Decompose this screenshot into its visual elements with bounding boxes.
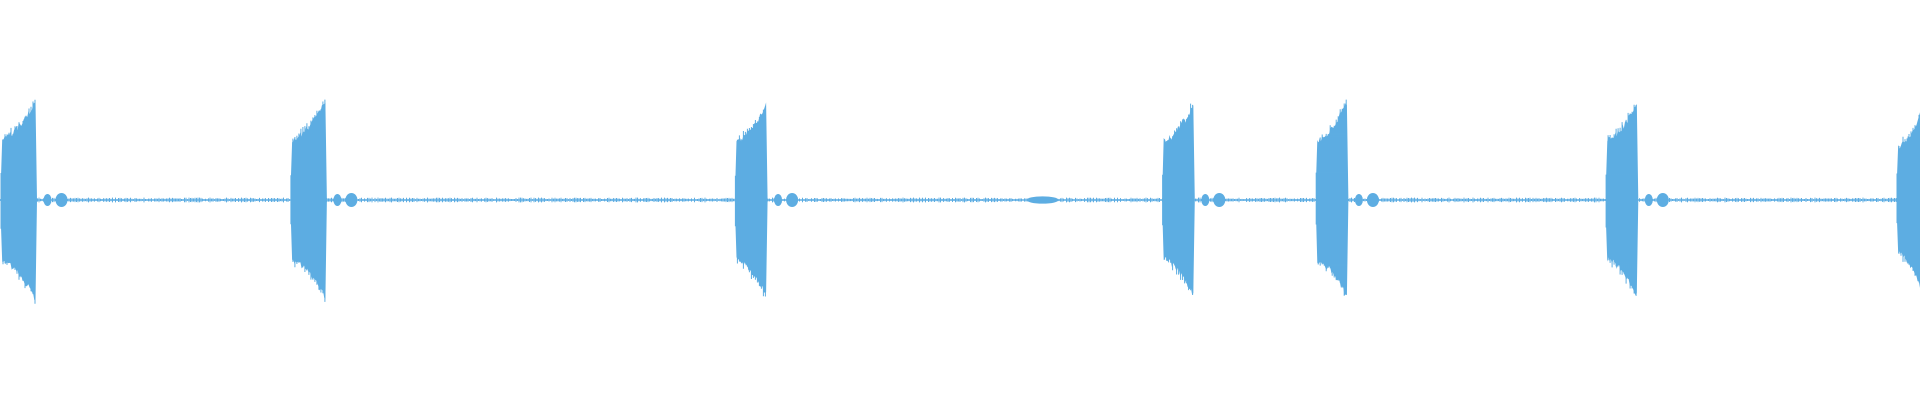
waveform-echo <box>43 194 52 206</box>
waveform-burst <box>1605 103 1669 296</box>
waveform-burst-texture <box>1896 114 1920 283</box>
waveform-burst-texture <box>1315 99 1347 296</box>
waveform-echo <box>1213 193 1226 207</box>
waveform-echo <box>1201 194 1210 206</box>
waveform-echo <box>1366 193 1379 207</box>
waveform-echo <box>774 194 783 206</box>
waveform-burst <box>290 99 358 302</box>
waveform-echo <box>55 193 68 207</box>
waveform-echo <box>345 193 358 207</box>
waveform-burst-texture <box>734 106 766 297</box>
waveform-burst <box>1896 112 1920 288</box>
waveform-burst <box>0 99 68 304</box>
waveform-burst <box>734 102 799 297</box>
waveform-burst-texture <box>1162 103 1194 295</box>
waveform-echo <box>1354 194 1363 206</box>
waveform-blip <box>1026 196 1059 204</box>
waveform-burst-texture <box>290 99 326 302</box>
waveform-burst <box>1162 103 1226 295</box>
waveform-echo <box>786 193 799 207</box>
waveform-echo <box>1656 193 1669 207</box>
waveform-echo <box>1644 194 1653 206</box>
waveform-burst <box>1315 99 1379 296</box>
waveform-burst-texture <box>1605 104 1637 296</box>
waveform-burst-texture <box>0 99 36 304</box>
waveform-echo <box>333 194 342 206</box>
